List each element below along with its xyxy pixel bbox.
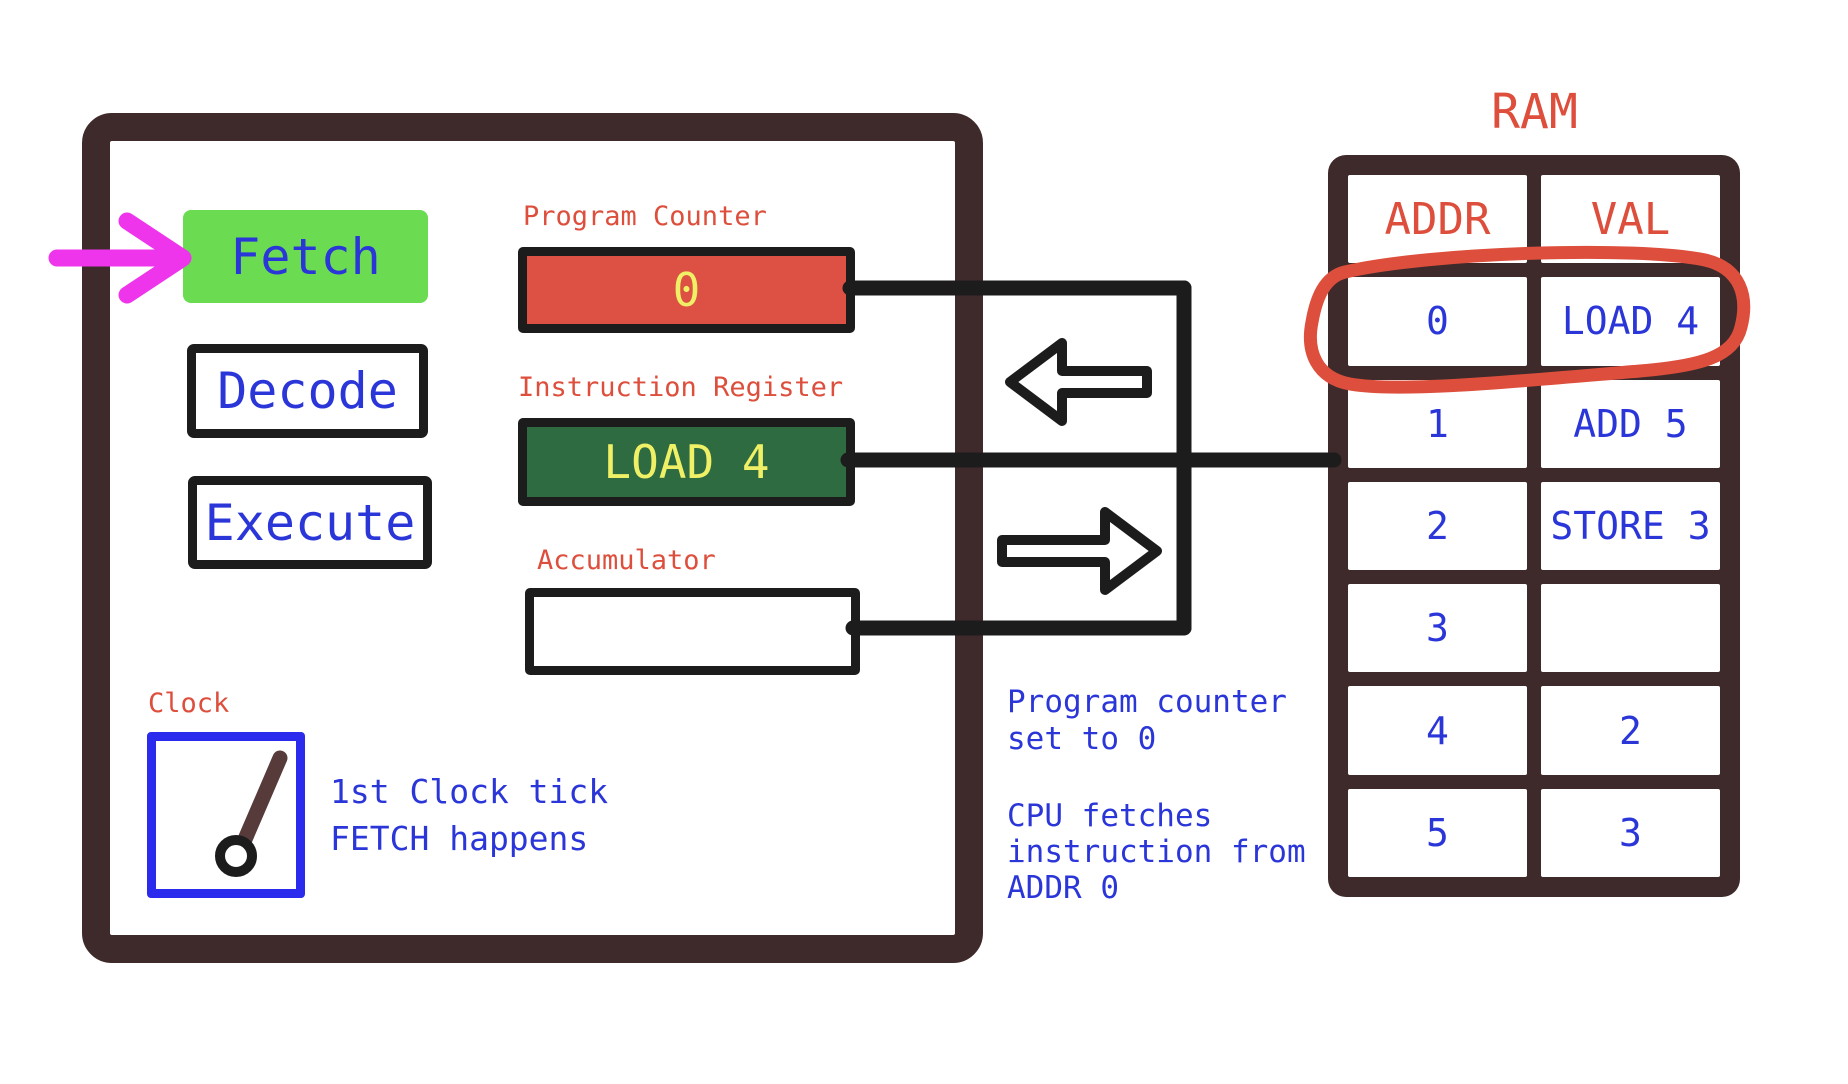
- pc-note-line-2: set to 0: [1007, 721, 1157, 757]
- ram-cell-val-3: [1541, 584, 1720, 673]
- clock-note-line-1: 1st Clock tick: [330, 772, 609, 811]
- pc-note: Program counter set to 0: [1007, 684, 1287, 758]
- instruction-register: LOAD 4: [518, 418, 855, 506]
- fetch-note-line-2: instruction from: [1007, 834, 1306, 870]
- ram-cell-addr-5: 5: [1348, 788, 1527, 877]
- program-counter-register: 0: [518, 247, 855, 333]
- ram-title: RAM: [1491, 84, 1578, 140]
- ram-cell-val-2: STORE 3: [1541, 481, 1720, 571]
- stage-fetch-label: Fetch: [230, 227, 381, 286]
- ram-table: ADDR VAL 0 LOAD 4 1 ADD 5 2 STORE 3 3 4 …: [1328, 155, 1740, 897]
- ram-cell-val-5: 3: [1541, 788, 1720, 877]
- stage-decode: Decode: [187, 344, 428, 438]
- program-counter-label: Program Counter: [523, 201, 767, 232]
- clock-note: 1st Clock tick FETCH happens: [330, 768, 608, 862]
- ram-cell-addr-4: 4: [1348, 686, 1527, 775]
- program-counter-value: 0: [672, 263, 701, 317]
- ram-cell-addr-2: 2: [1348, 481, 1527, 571]
- stage-execute: Execute: [188, 476, 432, 569]
- ram-col-header-addr: ADDR: [1348, 175, 1527, 264]
- accumulator-label: Accumulator: [537, 545, 716, 576]
- ram-cell-addr-1: 1: [1348, 379, 1527, 468]
- ram-cell-val-1: ADD 5: [1541, 379, 1720, 468]
- cpu-to-ram-arrow-icon: [997, 507, 1162, 595]
- fetch-note: CPU fetches instruction from ADDR 0: [1007, 798, 1306, 906]
- instruction-register-label: Instruction Register: [518, 372, 844, 403]
- ram-cell-val-0: LOAD 4: [1541, 277, 1720, 366]
- fetch-note-line-3: ADDR 0: [1007, 870, 1119, 906]
- stage-decode-label: Decode: [217, 362, 398, 420]
- ram-cell-addr-0: 0: [1348, 277, 1527, 366]
- clock-note-line-2: FETCH happens: [330, 819, 589, 858]
- fetch-note-line-1: CPU fetches: [1007, 798, 1213, 834]
- instruction-register-value: LOAD 4: [603, 435, 770, 489]
- pc-note-line-1: Program counter: [1007, 684, 1287, 720]
- ram-cell-addr-3: 3: [1348, 584, 1527, 673]
- ram-cell-val-4: 2: [1541, 686, 1720, 775]
- stage-fetch: Fetch: [183, 210, 428, 303]
- accumulator-register: [525, 588, 860, 675]
- clock-label: Clock: [148, 688, 230, 719]
- stage-execute-label: Execute: [204, 493, 416, 552]
- clock-face: [147, 732, 305, 898]
- ram-col-header-val: VAL: [1541, 175, 1720, 264]
- ram-to-cpu-arrow-icon: [1005, 338, 1152, 426]
